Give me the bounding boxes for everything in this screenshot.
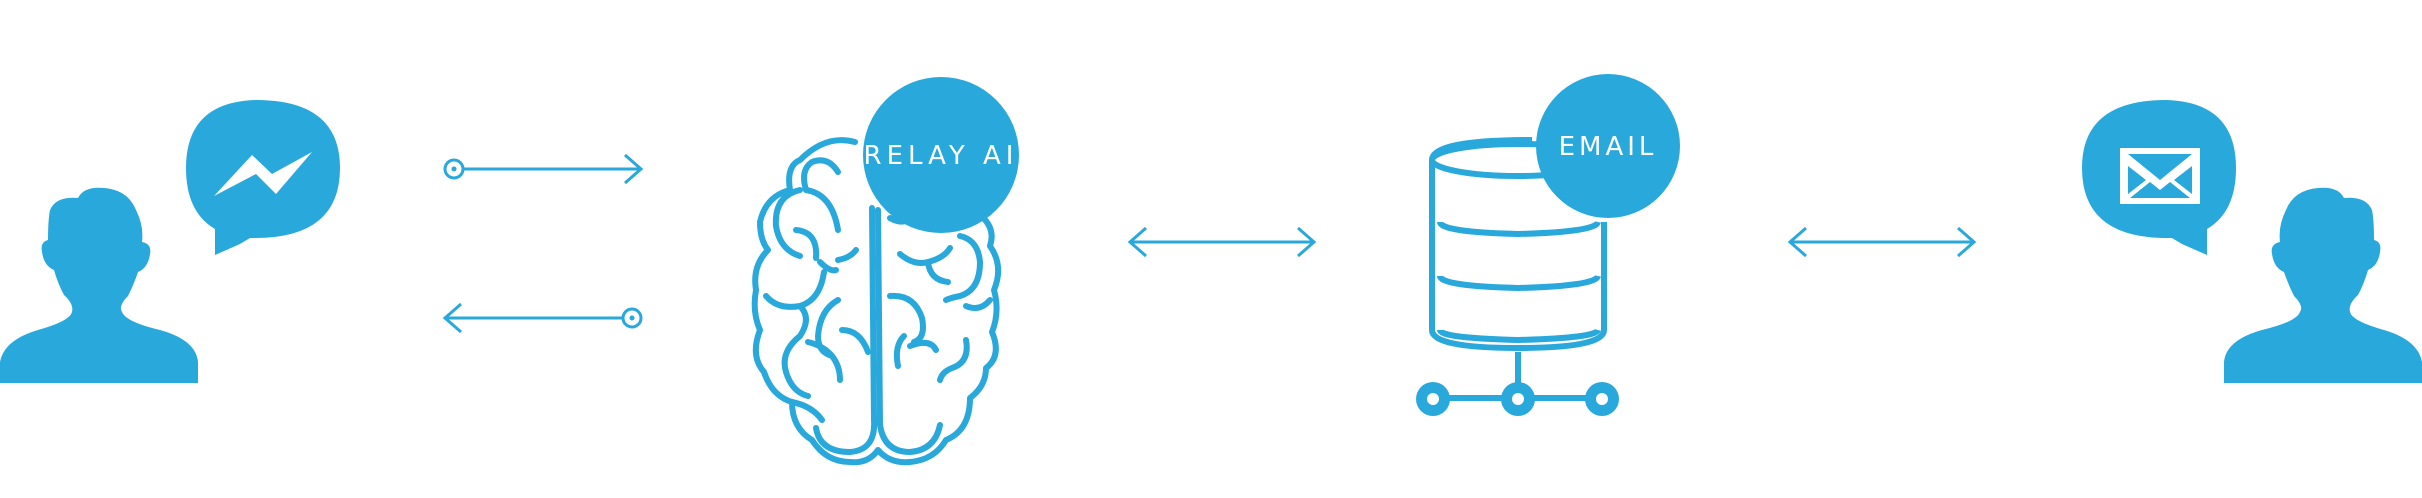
left-user-person-icon [0,187,198,383]
brain-outline-icon [751,137,1002,466]
database-server-icon [1429,137,1607,401]
arrow-relay-email-bidirectional [1127,226,1317,258]
messenger-bubble [186,100,340,255]
email-label: EMAIL [1559,132,1658,162]
relay-ai-label: RELAY AI [864,141,1019,171]
right-user-person-icon [2224,187,2422,383]
email-badge: EMAIL [1536,74,1680,218]
arrow-relay-to-user [442,302,643,334]
relay-ai-badge: RELAY AI [863,77,1019,233]
arrow-user-to-relay [443,153,644,185]
arrow-email-user-bidirectional [1787,226,1977,258]
envelope-icon [2120,148,2200,204]
mail-bubble [2082,100,2236,255]
messenger-bolt-icon [214,152,312,196]
database-nodes [1416,382,1619,416]
